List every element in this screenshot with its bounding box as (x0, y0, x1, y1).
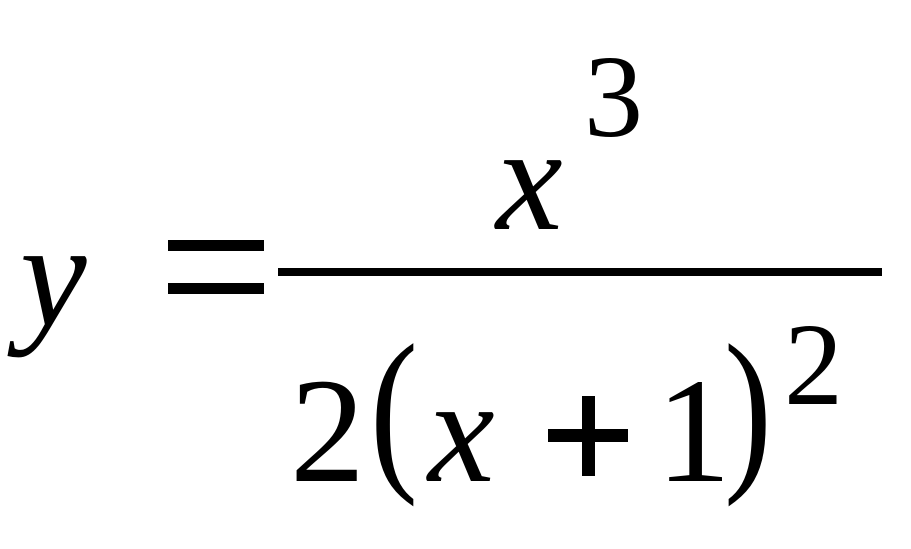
plus-sign-vertical-bar (582, 396, 595, 476)
denominator-exponent: 2 (784, 299, 843, 430)
denominator-variable: x (428, 348, 495, 514)
equals-sign-top-bar (168, 240, 264, 251)
denominator-coefficient: 2 (290, 348, 365, 514)
lhs-variable-y: y (20, 192, 87, 358)
fraction-bar (278, 268, 882, 276)
numerator-exponent: 3 (584, 31, 643, 162)
denominator-open-paren: ( (370, 308, 418, 507)
denominator-constant: 1 (656, 348, 731, 514)
equals-sign-bottom-bar (168, 283, 264, 294)
denominator-close-paren: ) (724, 308, 772, 507)
numerator-base: x (496, 96, 563, 262)
